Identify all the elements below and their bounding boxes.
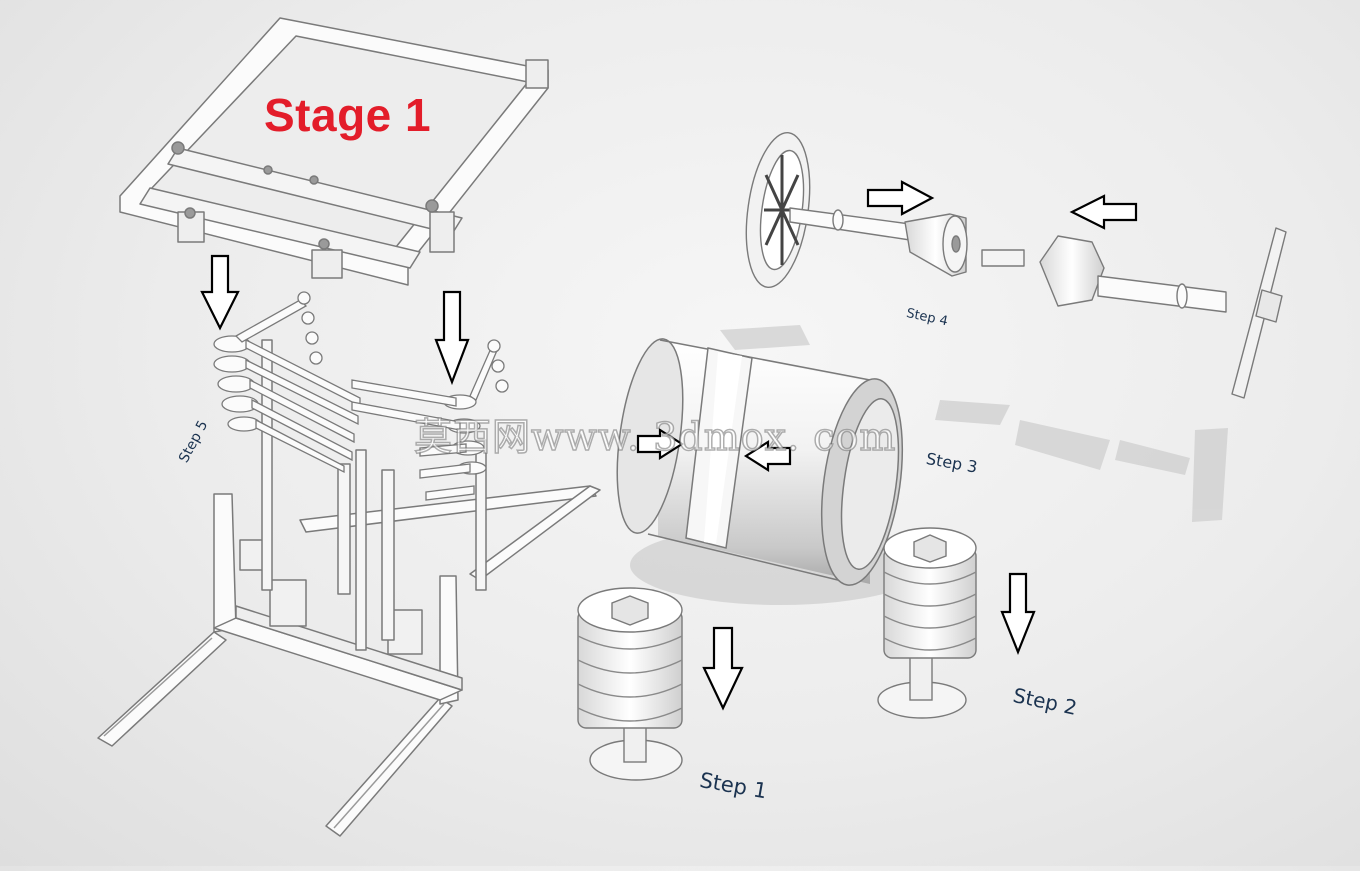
arrow-left-icon xyxy=(1069,194,1138,230)
watermark: 莫西网www. 3dmox. com xyxy=(413,414,897,460)
gear-stack-step1 xyxy=(577,587,683,781)
arrow-down-icon xyxy=(1000,572,1036,655)
gear-stack-step2 xyxy=(877,527,977,719)
arrow-down-icon xyxy=(200,254,240,331)
axle-assembly xyxy=(745,131,1287,399)
arrow-right-icon xyxy=(866,180,935,216)
rod-stack-right xyxy=(351,339,509,501)
arrow-down-icon xyxy=(434,290,470,386)
arrow-right-icon xyxy=(636,427,685,461)
stage-title: Stage 1 xyxy=(264,89,432,141)
arrow-down-icon xyxy=(702,626,744,711)
top-frame xyxy=(119,17,549,286)
arrow-left-icon xyxy=(743,439,792,473)
base-chassis xyxy=(97,339,601,837)
rod-stack-left xyxy=(213,291,361,474)
